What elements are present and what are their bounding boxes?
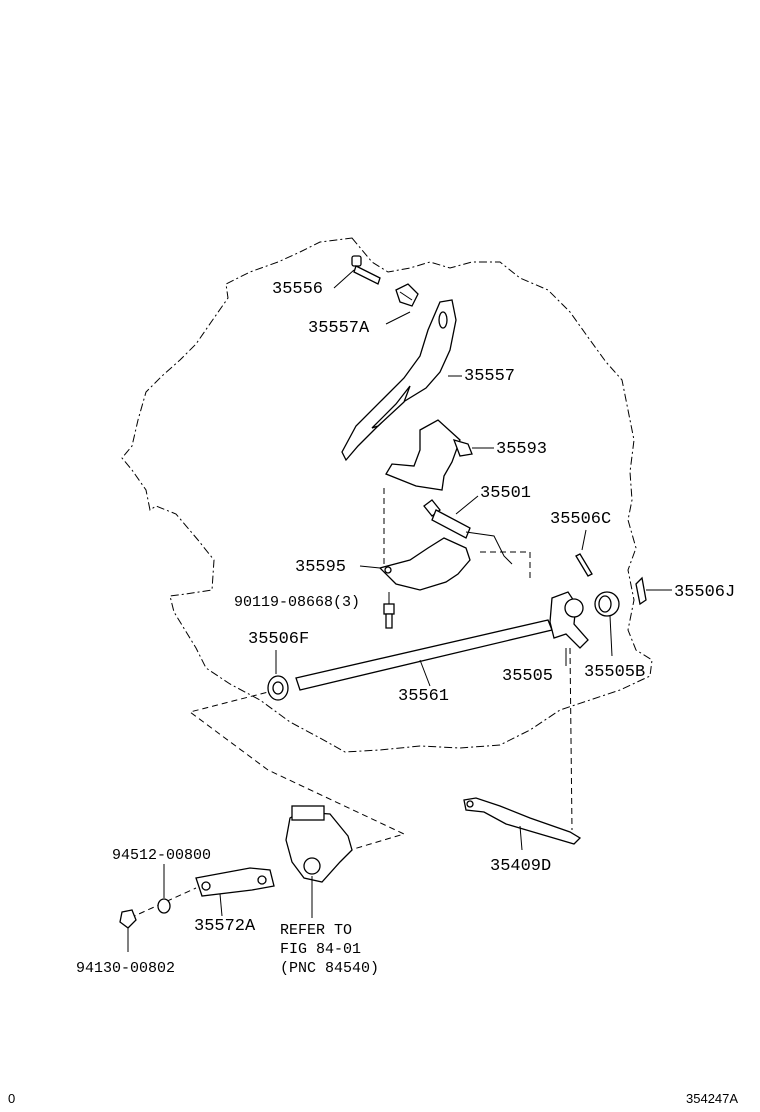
label-94512: 94512-00800 <box>112 847 211 864</box>
label-35505: 35505 <box>502 667 553 686</box>
label-35556: 35556 <box>272 280 323 299</box>
lever-35409D <box>463 797 582 851</box>
seal-35506F <box>267 650 289 701</box>
bolt-90119 <box>383 592 395 629</box>
figure-id: 354247A <box>686 1091 738 1106</box>
bushing-35505B <box>594 591 620 657</box>
assembly-line <box>129 887 197 919</box>
label-35501: 35501 <box>480 484 531 503</box>
label-35409D: 35409D <box>490 857 551 876</box>
label-94130: 94130-00802 <box>76 960 175 977</box>
reference-line-3: (PNC 84540) <box>280 960 379 977</box>
pin-35506C <box>575 529 593 577</box>
shift-lever-housing <box>285 805 353 918</box>
transmission-case-outline <box>121 237 653 753</box>
label-35593: 35593 <box>496 440 547 459</box>
bolt-35556 <box>333 255 381 289</box>
label-35595: 35595 <box>295 558 346 577</box>
label-35557: 35557 <box>464 367 515 386</box>
reference-line-2: FIG 84-01 <box>280 941 361 958</box>
bracket-35593 <box>385 419 494 491</box>
reference-line-1: REFER TO <box>280 922 352 939</box>
washer-94512 <box>157 864 171 914</box>
assembly-line <box>569 647 573 831</box>
bracket-35595 <box>359 537 471 591</box>
label-35506J: 35506J <box>674 583 735 602</box>
label-35572A: 35572A <box>194 917 256 936</box>
label-35506C: 35506C <box>550 510 611 529</box>
switch-35501 <box>423 495 513 565</box>
page-mark: 0 <box>8 1091 15 1106</box>
pin-35506J <box>635 576 672 606</box>
label-35506F: 35506F <box>248 630 309 649</box>
label-35557A: 35557A <box>308 319 370 338</box>
plate-35557 <box>341 299 462 462</box>
label-90119: 90119-08668(3) <box>234 594 360 611</box>
lever-35505 <box>549 591 589 666</box>
label-35505B: 35505B <box>584 663 645 682</box>
label-35561: 35561 <box>398 687 449 706</box>
nut-94130 <box>119 909 137 952</box>
assembly-line <box>188 689 406 857</box>
clip-35557A <box>385 283 419 325</box>
link-35572A <box>195 867 275 917</box>
